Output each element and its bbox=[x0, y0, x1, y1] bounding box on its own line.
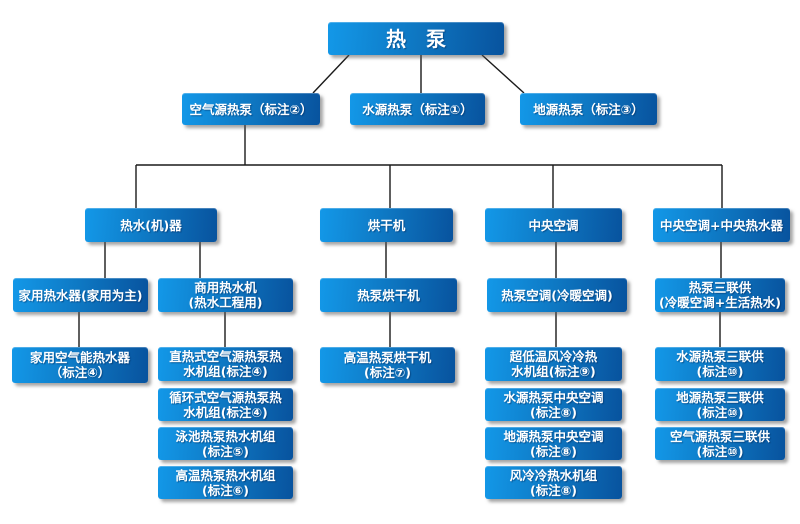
node-ground-source-central-ac: 地源热泵中央空调 (标注⑧) bbox=[485, 427, 622, 460]
node-heat-pump-ac: 热泵空调(冷暖空调) bbox=[487, 278, 627, 312]
node-central-ac-plus-water-heater: 中央空调+中央热水器 bbox=[653, 208, 790, 242]
node-ultra-low-temp-unit: 超低温风冷冷热 水机组(标注⑨) bbox=[485, 347, 622, 381]
node-dryer: 烘干机 bbox=[320, 208, 453, 242]
node-water-source-central-ac: 水源热泵中央空调 (标注⑧) bbox=[485, 388, 622, 421]
node-heat-pump: 热 泵 bbox=[328, 22, 504, 55]
node-commercial-water-heater: 商用热水机 (热水工程用) bbox=[158, 278, 293, 312]
node-heat-pump-triple-supply: 热泵三联供 (冷暖空调+生活热水) bbox=[655, 278, 785, 312]
node-water-source-triple-supply: 水源热泵三联供 (标注⑩) bbox=[655, 347, 785, 381]
node-ground-source-heat-pump: 地源热泵（标注③） bbox=[520, 93, 657, 125]
node-circulating-unit: 循环式空气源热泵热 水机组(标注④) bbox=[158, 388, 293, 421]
node-water-source-heat-pump: 水源热泵（标注①） bbox=[350, 93, 485, 125]
node-air-source-heat-pump: 空气源热泵（标注②） bbox=[182, 93, 320, 125]
node-ground-source-triple-supply: 地源热泵三联供 (标注⑩) bbox=[655, 388, 785, 421]
node-domestic-water-heater: 家用热水器(家用为主) bbox=[13, 278, 148, 312]
node-pool-heat-pump-unit: 泳池热泵热水机组 (标注⑤) bbox=[158, 427, 293, 460]
node-high-temp-dryer: 高温热泵烘干机 (标注⑦) bbox=[320, 347, 455, 383]
node-air-source-triple-supply: 空气源热泵三联供 (标注⑩) bbox=[655, 427, 785, 460]
node-central-ac: 中央空调 bbox=[485, 208, 622, 242]
node-direct-heating-unit: 直热式空气源热泵热 水机组(标注④) bbox=[158, 347, 293, 381]
node-heat-pump-dryer: 热泵烘干机 bbox=[320, 278, 457, 312]
node-domestic-air-energy-water-heater: 家用空气能热水器 （标注④） bbox=[12, 347, 148, 383]
node-air-cooled-unit: 风冷冷热水机组 (标注⑧) bbox=[485, 466, 622, 499]
node-water-heater: 热水(机)器 bbox=[85, 208, 217, 242]
node-high-temp-water-unit: 高温热泵热水机组 (标注⑥) bbox=[158, 466, 293, 499]
